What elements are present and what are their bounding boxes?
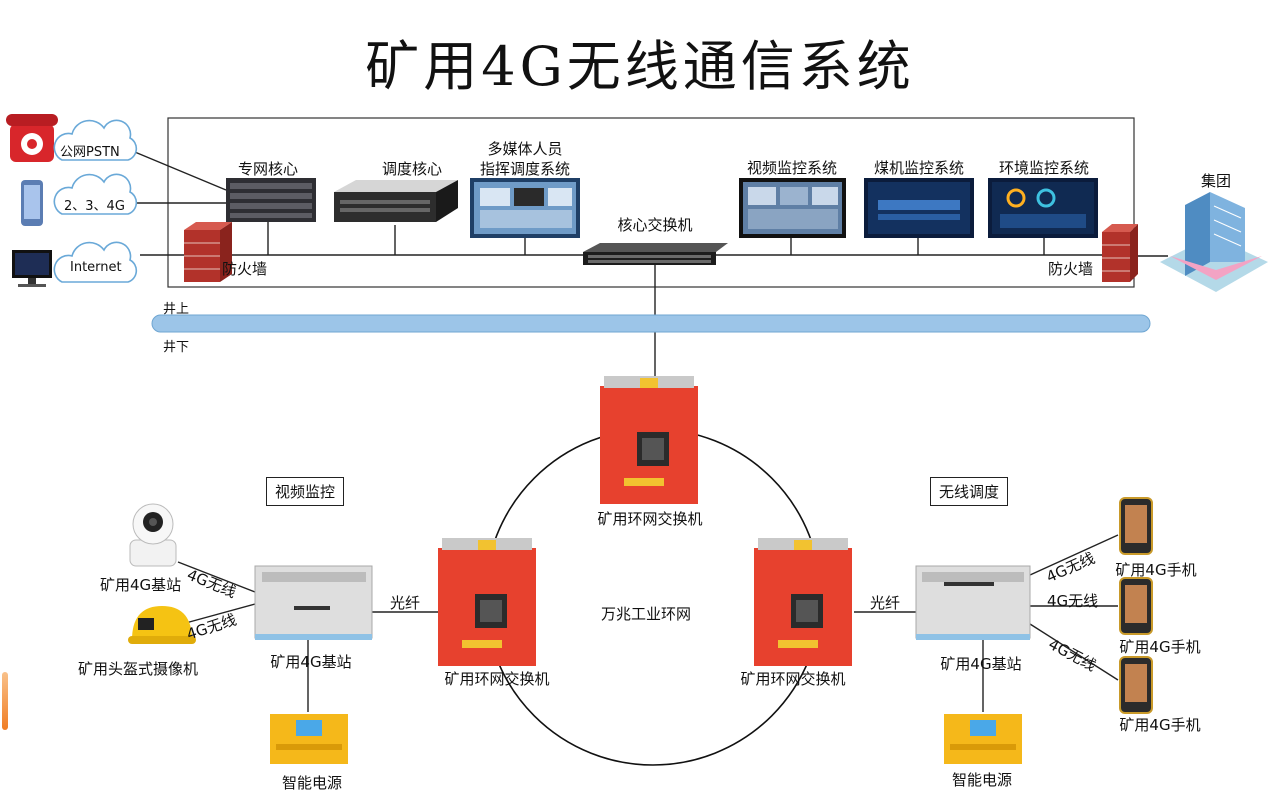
core-switch-icon [583,243,728,265]
page-title: 矿用4G无线通信系统 [365,35,915,98]
underground-links [177,534,1119,712]
dome-camera-icon [129,503,177,567]
fiber-right-label: 光纤 [870,594,901,612]
mobile-network-label: 2、3、4G [64,199,125,214]
power-supply-right-label: 智能电源 [951,771,1013,789]
base-station-right-label: 矿用4G基站 [940,655,1022,673]
mining-phone-1-label: 矿用4G手机 [1115,561,1197,579]
helmet-camera-icon [128,606,196,644]
video-monitor-screen-icon [739,178,846,238]
core-switch-label: 核心交换机 [617,216,693,234]
mining-phone-3-icon [1119,656,1153,714]
helmet-camera-label: 矿用头盔式摄像机 [78,660,199,678]
ring-switch-top-icon [600,376,698,504]
wireless-link-phone-2-label: 4G无线 [1047,592,1099,610]
ring-switch-top-label: 矿用环网交换机 [597,510,703,528]
core-router-icon [226,178,316,222]
ring-switch-right-icon [754,538,852,666]
dispatch-core-label: 调度核心 [381,160,443,178]
dispatch-monitor-icon [470,178,580,238]
firewall-left-icon [184,222,232,282]
firewall-left-label: 防火墙 [222,260,268,278]
ground-level-pipe [151,314,1151,333]
dispatch-server-icon [334,180,458,222]
group-label: 集团 [1200,172,1232,190]
coal-monitor-screen-icon [864,178,974,238]
ring-switch-left-label: 矿用环网交换机 [444,670,550,688]
base-station-right-icon [915,565,1031,640]
private-core-label: 专网核心 [237,160,299,178]
video-monitoring-section-label: 视频监控 [266,477,345,506]
scroll-indicator [2,672,8,730]
wireless-dispatch-section-label: 无线调度 [930,477,1009,506]
fiber-left-label: 光纤 [390,594,421,612]
base-station-left-label: 矿用4G基站 [270,653,352,671]
computer-icon [12,250,52,287]
above-ground-label: 井上 [163,302,190,317]
telephone-icon [6,114,58,162]
environment-monitoring-label: 环境监控系统 [998,159,1090,177]
base-station-left-icon [254,565,373,640]
mining-phone-1-icon [1119,497,1153,555]
video-monitoring-label: 视频监控系统 [746,159,838,177]
firewall-right-icon [1102,224,1138,282]
multimedia-dispatch-label-line1: 多媒体人员 [487,140,563,158]
power-supply-left-icon [270,714,348,764]
internet-label: Internet [70,260,122,275]
underground-label: 井下 [163,340,190,355]
firewall-right-label: 防火墙 [1048,260,1094,278]
smartphone-icon [21,180,43,226]
power-supply-left-label: 智能电源 [281,774,343,792]
environment-monitor-screen-icon [988,178,1098,238]
mining-phone-3-label: 矿用4G手机 [1119,716,1201,734]
mining-phone-2-label: 矿用4G手机 [1119,638,1201,656]
camera-label: 矿用4G基站 [100,576,182,594]
ring-switch-left-icon [438,538,536,666]
pstn-label: 公网PSTN [60,145,120,160]
coal-monitoring-label: 煤机监控系统 [873,159,965,177]
multimedia-dispatch-label-line2: 指挥调度系统 [479,160,571,178]
ring-switch-right-label: 矿用环网交换机 [740,670,846,688]
ring-network-label: 万兆工业环网 [600,605,692,623]
mining-phone-2-icon [1119,577,1153,635]
group-building-icon [1160,192,1268,292]
cloud-icons [53,119,138,283]
power-supply-right-icon [944,714,1022,764]
